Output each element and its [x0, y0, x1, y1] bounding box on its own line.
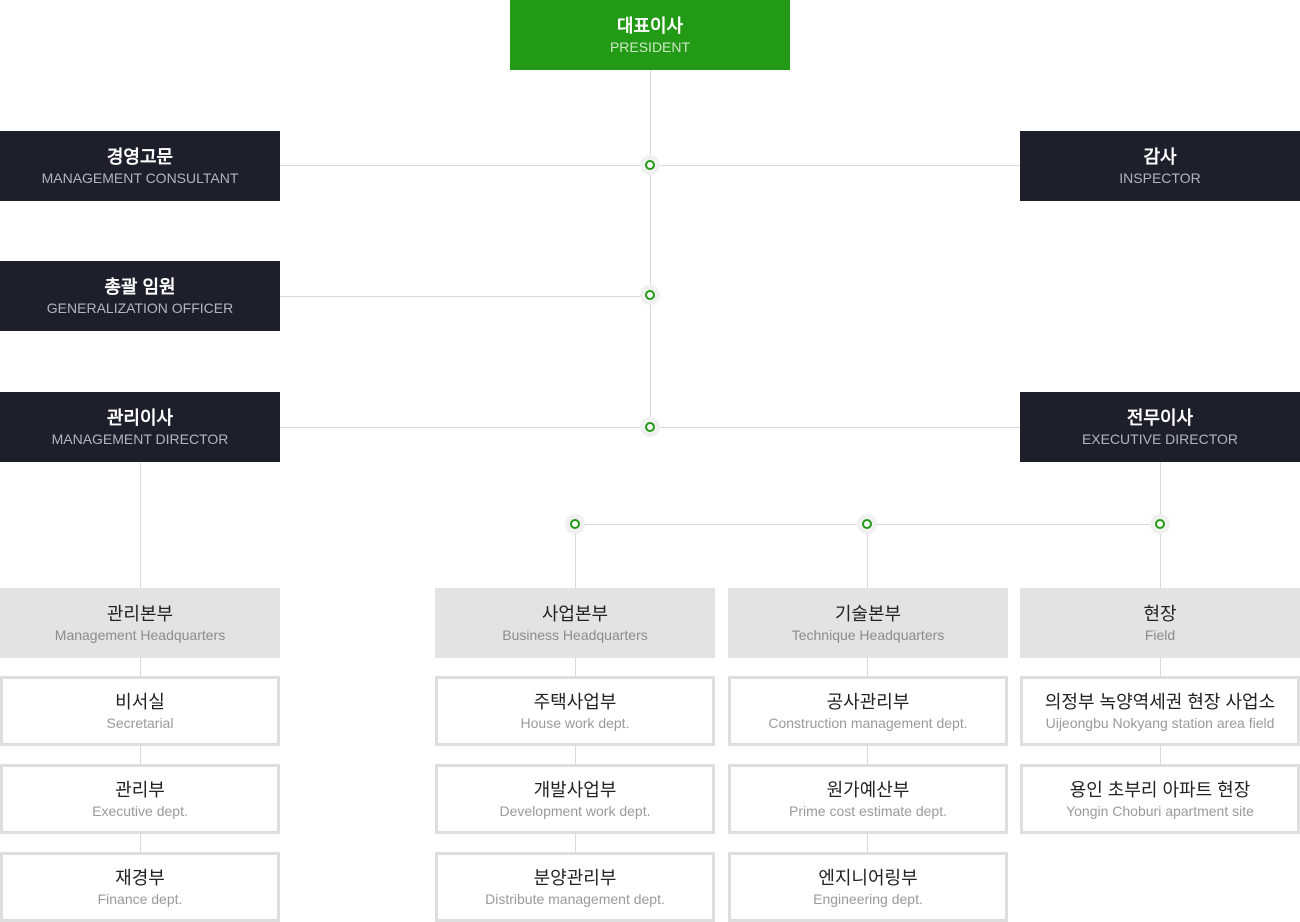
dept-title-ko: 엔지니어링부 [818, 867, 918, 888]
general-officer-title-ko: 총괄 임원 [104, 276, 176, 297]
connector-col2-depts [575, 658, 576, 858]
hq-title-ko: 현장 [1143, 603, 1177, 624]
consultant-title-ko: 경영고문 [106, 146, 174, 167]
dept-box: 원가예산부 Prime cost estimate dept. [728, 764, 1008, 834]
dept-box: 재경부 Finance dept. [0, 852, 280, 922]
hq-business-box: 사업본부 Business Headquarters [435, 588, 715, 658]
dept-title-en: Finance dept. [97, 890, 183, 907]
executive-director-title-ko: 전무이사 [1126, 407, 1194, 428]
general-officer-title-en: GENERALIZATION OFFICER [46, 299, 234, 316]
junction-dot [857, 514, 877, 534]
dept-title-en: Engineering dept. [813, 890, 923, 907]
general-officer-box: 총괄 임원 GENERALIZATION OFFICER [0, 261, 280, 331]
president-title-ko: 대표이사 [616, 15, 684, 36]
connector-col1-depts [140, 658, 141, 858]
hq-title-ko: 관리본부 [106, 603, 174, 624]
dept-box: 개발사업부 Development work dept. [435, 764, 715, 834]
dept-title-ko: 분양관리부 [533, 867, 617, 888]
junction-dot [640, 285, 660, 305]
dept-box: 분양관리부 Distribute management dept. [435, 852, 715, 922]
dept-box: 비서실 Secretarial [0, 676, 280, 746]
dept-title-ko: 원가예산부 [826, 779, 910, 800]
dept-title-ko: 의정부 녹양역세권 현장 사업소 [1044, 691, 1276, 712]
junction-dot [1150, 514, 1170, 534]
dept-box: 의정부 녹양역세권 현장 사업소 Uijeongbu Nokyang stati… [1020, 676, 1300, 746]
executive-director-title-en: EXECUTIVE DIRECTOR [1081, 430, 1239, 447]
hq-field-box: 현장 Field [1020, 588, 1300, 658]
dept-title-ko: 재경부 [115, 867, 165, 888]
junction-dot [565, 514, 585, 534]
dept-title-ko: 공사관리부 [826, 691, 910, 712]
hq-title-ko: 기술본부 [834, 603, 902, 624]
dept-title-ko: 주택사업부 [533, 691, 617, 712]
management-director-title-en: MANAGEMENT DIRECTOR [51, 430, 229, 447]
consultant-box: 경영고문 MANAGEMENT CONSULTANT [0, 131, 280, 201]
junction-dot [640, 155, 660, 175]
hq-management-box: 관리본부 Management Headquarters [0, 588, 280, 658]
dept-title-en: Distribute management dept. [485, 890, 665, 907]
consultant-title-en: MANAGEMENT CONSULTANT [41, 169, 239, 186]
hq-title-en: Technique Headquarters [791, 626, 945, 643]
dept-title-ko: 용인 초부리 아파트 현장 [1069, 779, 1251, 800]
president-title-en: PRESIDENT [609, 38, 691, 55]
dept-title-ko: 개발사업부 [533, 779, 617, 800]
inspector-box: 감사 INSPECTOR [1020, 131, 1300, 201]
dept-box: 주택사업부 House work dept. [435, 676, 715, 746]
dept-box: 용인 초부리 아파트 현장 Yongin Choburi apartment s… [1020, 764, 1300, 834]
dept-box: 관리부 Executive dept. [0, 764, 280, 834]
dept-title-en: Executive dept. [92, 802, 188, 819]
dept-title-ko: 비서실 [115, 691, 165, 712]
inspector-title-ko: 감사 [1143, 146, 1177, 167]
dept-title-en: Yongin Choburi apartment site [1066, 802, 1254, 819]
dept-box: 공사관리부 Construction management dept. [728, 676, 1008, 746]
hq-technique-box: 기술본부 Technique Headquarters [728, 588, 1008, 658]
hq-title-en: Business Headquarters [502, 626, 648, 643]
dept-title-en: Uijeongbu Nokyang station area field [1045, 714, 1275, 731]
connector-business-down [575, 524, 576, 588]
dept-box: 엔지니어링부 Engineering dept. [728, 852, 1008, 922]
president-box: 대표이사 PRESIDENT [510, 0, 790, 70]
dept-title-ko: 관리부 [115, 779, 165, 800]
dept-title-en: Prime cost estimate dept. [789, 802, 947, 819]
executive-director-box: 전무이사 EXECUTIVE DIRECTOR [1020, 392, 1300, 462]
connector-general-officer [280, 296, 650, 297]
dept-title-en: House work dept. [520, 714, 630, 731]
connector-col3-depts [867, 658, 868, 858]
junction-dot [640, 417, 660, 437]
connector-technique-down [867, 524, 868, 588]
hq-title-en: Management Headquarters [54, 626, 226, 643]
hq-title-ko: 사업본부 [541, 603, 609, 624]
management-director-title-ko: 관리이사 [106, 407, 174, 428]
inspector-title-en: INSPECTOR [1119, 169, 1201, 186]
management-director-box: 관리이사 MANAGEMENT DIRECTOR [0, 392, 280, 462]
dept-title-en: Secretarial [106, 714, 174, 731]
hq-title-en: Field [1144, 626, 1176, 643]
connector-mgmt-director-down [140, 462, 141, 588]
dept-title-en: Development work dept. [499, 802, 651, 819]
connector-main-vertical [650, 70, 651, 427]
dept-title-en: Construction management dept. [768, 714, 968, 731]
